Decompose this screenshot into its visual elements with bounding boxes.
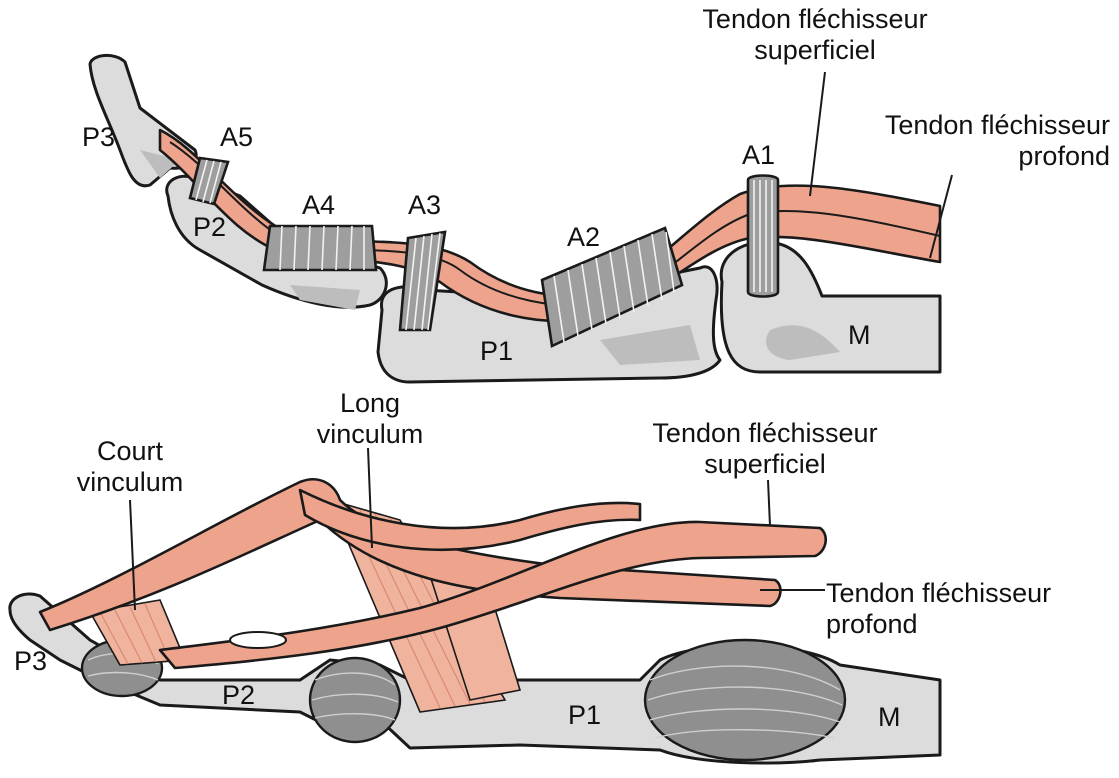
top-label-fdp: Tendon fléchisseur profond (800, 110, 1110, 172)
bottom-label-p1: P1 (568, 700, 602, 730)
bottom-tendon-fds (158, 520, 828, 670)
pulley-a2 (540, 226, 684, 348)
bottom-label-court-vinculum-line2: vinculum (76, 467, 184, 497)
top-label-fds-line2: superficiel (754, 35, 876, 65)
top-label-p1: P1 (480, 336, 514, 366)
top-label-a2: A2 (567, 222, 601, 252)
court-vinculum-leader (129, 499, 136, 611)
top-panel (88, 54, 953, 384)
bottom-label-fds: Tendon fléchisseur superficiel (620, 418, 910, 480)
joint-mcp (643, 638, 847, 762)
pulley-a1 (746, 174, 780, 298)
bottom-tendon-fds-slip (298, 488, 642, 552)
bottom-label-court-vinculum: Court vinculum (60, 436, 200, 498)
top-label-a5: A5 (220, 122, 254, 152)
top-label-fdp-line1: Tendon fléchisseur (884, 110, 1110, 140)
joint-pip (308, 656, 402, 744)
bottom-fds-leader (767, 479, 771, 527)
top-label-a3: A3 (408, 190, 442, 220)
bottom-label-court-vinculum-line1: Court (96, 436, 164, 466)
bottom-label-p2: P2 (222, 680, 256, 710)
long-vinculum-leader (367, 447, 373, 549)
bottom-panel (8, 447, 942, 765)
pulley-a5 (188, 156, 230, 206)
bottom-label-p3: P3 (14, 646, 48, 676)
top-label-p3: P3 (82, 122, 116, 152)
bottom-label-fdp-line2: profond (826, 609, 918, 639)
bottom-label-m: M (878, 702, 901, 732)
bottom-label-long-vinculum-line1: Long (339, 388, 401, 418)
top-fdp-leader (929, 174, 953, 259)
top-fds-leader (809, 71, 826, 197)
top-label-a4: A4 (302, 190, 336, 220)
bottom-label-long-vinculum-line2: vinculum (316, 419, 424, 449)
chiasma-opening (229, 631, 287, 649)
bottom-label-fdp: Tendon fléchisseur profond (826, 578, 1116, 640)
bottom-tendon-fdp (38, 478, 782, 632)
pulley-a3 (398, 230, 447, 332)
top-label-m: M (848, 320, 871, 350)
top-label-fds: Tendon fléchisseur superficiel (670, 4, 960, 66)
bottom-label-fds-line2: superficiel (704, 449, 826, 479)
bottom-label-fdp-line1: Tendon fléchisseur (826, 578, 1052, 608)
top-label-a1: A1 (742, 140, 776, 170)
top-label-p2: P2 (193, 212, 227, 242)
bottom-label-fds-line1: Tendon fléchisseur (652, 418, 878, 448)
top-label-fds-line1: Tendon fléchisseur (702, 4, 928, 34)
top-label-fdp-line2: profond (1018, 141, 1110, 171)
bottom-label-long-vinculum: Long vinculum (300, 388, 440, 450)
pulley-a4 (262, 224, 378, 272)
